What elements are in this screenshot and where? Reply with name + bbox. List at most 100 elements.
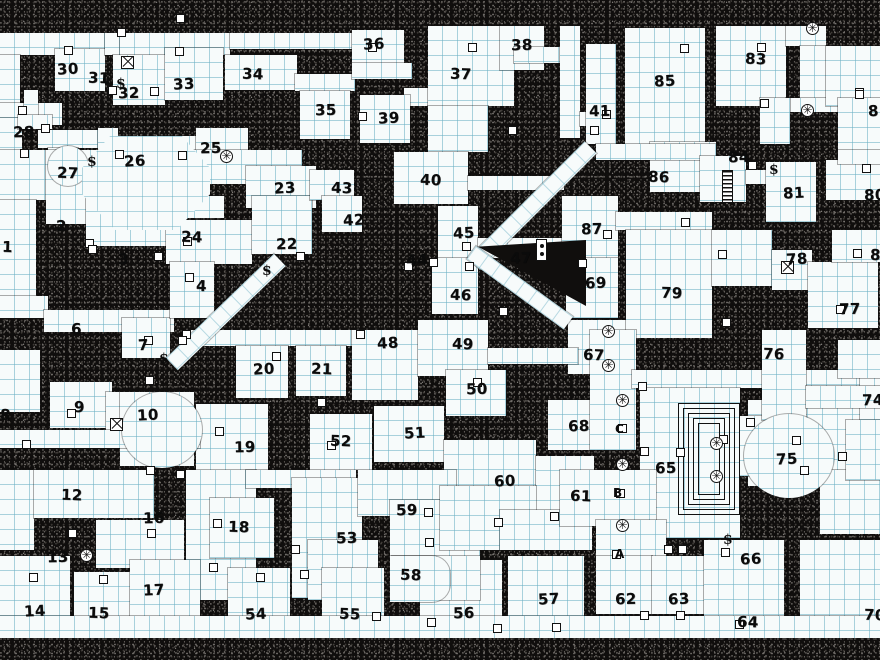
door[interactable] xyxy=(640,611,649,620)
door[interactable] xyxy=(99,575,108,584)
door[interactable] xyxy=(176,470,185,479)
lettered-door-a[interactable]: A xyxy=(615,547,625,561)
door[interactable] xyxy=(838,452,847,461)
door[interactable] xyxy=(676,611,685,620)
door[interactable] xyxy=(176,14,185,23)
door[interactable] xyxy=(618,424,627,433)
door[interactable] xyxy=(154,252,163,261)
door[interactable] xyxy=(256,573,265,582)
door[interactable] xyxy=(748,161,757,170)
secret-door[interactable] xyxy=(781,261,794,274)
door[interactable] xyxy=(29,573,38,582)
door[interactable] xyxy=(424,508,433,517)
door[interactable] xyxy=(358,112,367,121)
door[interactable] xyxy=(494,518,503,527)
door[interactable] xyxy=(183,237,192,246)
door[interactable] xyxy=(429,258,438,267)
lettered-door-b[interactable]: B xyxy=(613,486,623,500)
star-marker[interactable]: ✳ xyxy=(80,548,93,562)
secret-door[interactable] xyxy=(121,56,134,69)
door[interactable] xyxy=(862,164,871,173)
door[interactable] xyxy=(855,90,864,99)
star-marker[interactable]: ✳ xyxy=(710,436,723,450)
door[interactable] xyxy=(578,259,587,268)
door[interactable] xyxy=(88,245,97,254)
star-marker[interactable]: ✳ xyxy=(710,469,723,483)
door[interactable] xyxy=(150,87,159,96)
door[interactable] xyxy=(67,409,76,418)
door[interactable] xyxy=(145,376,154,385)
door[interactable] xyxy=(757,43,766,52)
door[interactable] xyxy=(680,44,689,53)
door[interactable] xyxy=(603,230,612,239)
door[interactable] xyxy=(372,612,381,621)
door[interactable] xyxy=(209,563,218,572)
special-door-icon[interactable] xyxy=(536,239,547,261)
door[interactable] xyxy=(760,99,769,108)
door[interactable] xyxy=(296,252,305,261)
door[interactable] xyxy=(473,378,482,387)
door[interactable] xyxy=(836,305,845,314)
door[interactable] xyxy=(18,106,27,115)
door[interactable] xyxy=(508,126,517,135)
door[interactable] xyxy=(147,529,156,538)
door[interactable] xyxy=(272,352,281,361)
door[interactable] xyxy=(499,307,508,316)
door[interactable] xyxy=(718,250,727,259)
door[interactable] xyxy=(792,436,801,445)
star-marker[interactable]: ✳ xyxy=(602,324,615,338)
door[interactable] xyxy=(291,545,300,554)
secret-door[interactable] xyxy=(110,418,123,431)
door[interactable] xyxy=(213,519,222,528)
lettered-door-c[interactable]: C xyxy=(615,422,624,436)
door[interactable] xyxy=(108,86,117,95)
door[interactable] xyxy=(327,441,336,450)
door[interactable] xyxy=(425,538,434,547)
door[interactable] xyxy=(300,570,309,579)
door[interactable] xyxy=(465,262,474,271)
door[interactable] xyxy=(468,43,477,52)
door[interactable] xyxy=(493,624,502,633)
door[interactable] xyxy=(678,545,687,554)
star-marker[interactable]: ✳ xyxy=(616,457,629,471)
door[interactable] xyxy=(178,151,187,160)
star-marker[interactable]: ✳ xyxy=(616,518,629,532)
star-marker[interactable]: ✳ xyxy=(616,393,629,407)
star-marker[interactable]: ✳ xyxy=(220,149,233,163)
star-marker[interactable]: ✳ xyxy=(602,358,615,372)
door[interactable] xyxy=(20,149,29,158)
door[interactable] xyxy=(800,466,809,475)
door[interactable] xyxy=(404,262,413,271)
door[interactable] xyxy=(178,336,187,345)
door[interactable] xyxy=(41,124,50,133)
door[interactable] xyxy=(638,382,647,391)
door[interactable] xyxy=(185,273,194,282)
door[interactable] xyxy=(612,550,621,559)
door[interactable] xyxy=(117,28,126,37)
door[interactable] xyxy=(144,336,153,345)
door[interactable] xyxy=(590,126,599,135)
door[interactable] xyxy=(462,242,471,251)
door[interactable] xyxy=(676,448,685,457)
door[interactable] xyxy=(735,620,744,629)
door[interactable] xyxy=(215,427,224,436)
door[interactable] xyxy=(853,249,862,258)
door[interactable] xyxy=(722,318,731,327)
door[interactable] xyxy=(317,398,326,407)
star-marker[interactable]: ✳ xyxy=(801,103,814,117)
door[interactable] xyxy=(368,43,377,52)
door[interactable] xyxy=(681,218,690,227)
door[interactable] xyxy=(146,466,155,475)
door[interactable] xyxy=(664,545,673,554)
door[interactable] xyxy=(616,489,625,498)
door[interactable] xyxy=(427,618,436,627)
door[interactable] xyxy=(22,440,31,449)
star-marker[interactable]: ✳ xyxy=(806,21,819,35)
door[interactable] xyxy=(115,150,124,159)
door[interactable] xyxy=(356,330,365,339)
door[interactable] xyxy=(175,47,184,56)
door[interactable] xyxy=(721,548,730,557)
door[interactable] xyxy=(746,418,755,427)
door[interactable] xyxy=(68,529,77,538)
door[interactable] xyxy=(64,46,73,55)
